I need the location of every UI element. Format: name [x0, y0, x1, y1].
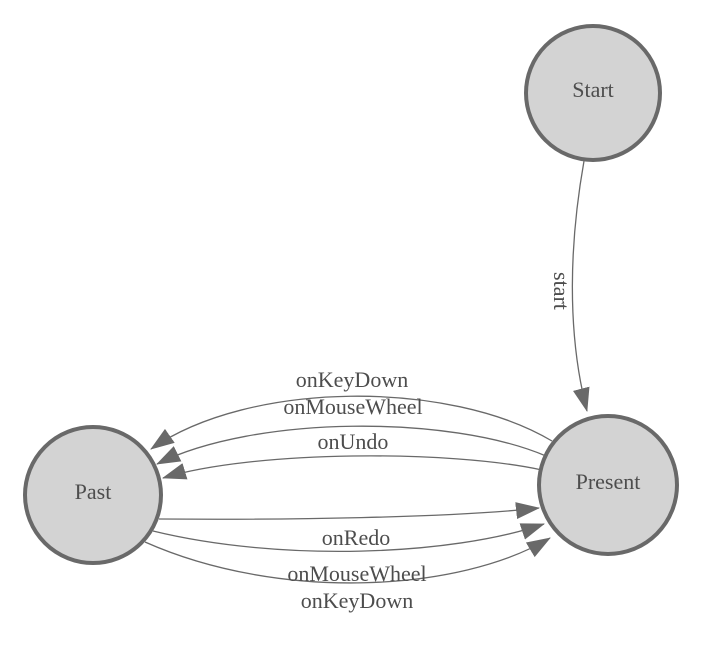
edge-label-onkeydown-top: onKeyDown	[296, 367, 408, 392]
edge-label-onredo: onRedo	[322, 525, 390, 550]
edge-past-to-present-onredo	[158, 502, 540, 520]
state-node-past-label: Past	[75, 479, 112, 504]
state-node-past	[23, 425, 163, 565]
edge-label-start: start	[549, 272, 574, 310]
edge-label-onkeydown-bottom: onKeyDown	[301, 588, 413, 613]
edge-past-to-present-onmousewheel	[152, 523, 545, 552]
edge-label-onundo: onUndo	[318, 429, 389, 454]
edge-present-to-past-onkeydown	[150, 395, 553, 450]
state-node-start-label: Start	[572, 77, 614, 102]
edge-start-to-present	[571, 160, 590, 412]
state-node-present-label: Present	[576, 469, 641, 494]
edge-present-to-past-onmousewheel	[156, 425, 547, 465]
edge-past-to-present-onkeydown	[144, 537, 551, 584]
edge-label-onmousewheel-top: onMouseWheel	[283, 394, 422, 419]
state-node-start	[524, 24, 662, 162]
edge-present-to-past-onundo	[162, 455, 543, 480]
state-node-present	[537, 414, 679, 556]
edge-label-onmousewheel-bottom: onMouseWheel	[287, 561, 426, 586]
